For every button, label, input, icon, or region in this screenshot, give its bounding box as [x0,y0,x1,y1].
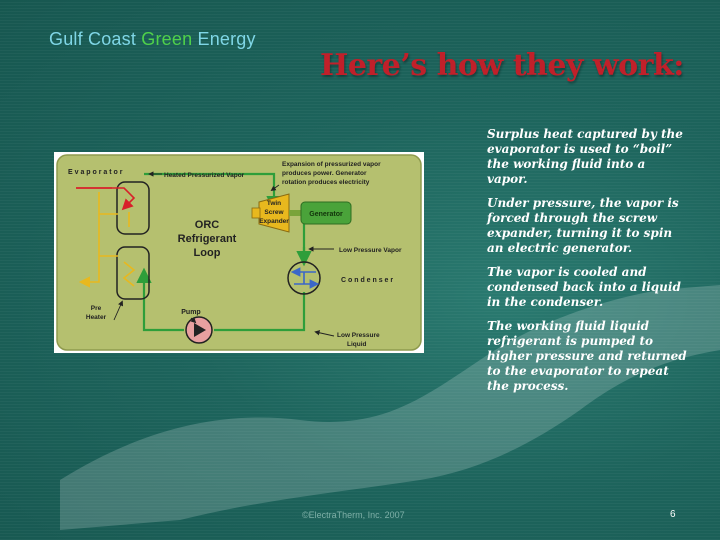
expansion-label-line-2: produces power. Generator [282,170,367,177]
shaft [289,210,301,216]
low-pressure-liquid-label-line-1: Low Pressure [337,332,380,339]
heated-vapor-label: Heated Pressurized Vapor [164,172,245,179]
hand-watermark [60,285,720,530]
explanation-notes: Surplus heat captured by the evaporator … [487,127,687,403]
expander-label-line-1: Twin [267,200,281,207]
preheater-label-line-2: Heater [86,314,107,321]
preheater-coil [116,246,150,300]
expander-label-line-2: Screw [264,209,284,216]
evaporator-coil-upper [116,181,150,235]
cooling-flow [290,267,320,289]
orc-label-line-2: Refrigerant [178,233,237,245]
pump-arrow-icon [194,323,206,337]
generator-box [300,201,352,225]
orc-diagram-svg: E v a p o r a t o r Heated Pressurized V… [56,154,422,351]
note-2: Under pressure, the vapor is forced thro… [487,196,679,255]
low-pressure-vapor-label: Low Pressure Vapor [339,247,402,254]
condenser-label: C o n d e n s e r [341,277,393,284]
label-leaders [113,171,335,337]
orc-diagram: E v a p o r a t o r Heated Pressurized V… [54,152,424,353]
preheater-label-line-1: Pre [91,305,102,312]
note-4: The working fluid liquid refrigerant is … [487,319,687,393]
low-pressure-liquid-label-line-2: Liquid [347,341,367,348]
evaporator-label: E v a p o r a t o r [68,169,123,176]
copyright-footer: ©ElectraTherm, Inc. 2007 [302,510,405,520]
note-3: The vapor is cooled and condensed back i… [487,265,681,309]
expansion-label-line-3: rotation produces electricity [282,179,370,186]
generator-label: Generator [309,211,343,218]
orc-label-line-3: Loop [194,247,221,259]
expander-inlet [251,207,261,219]
expansion-label-line-1: Expansion of pressurized vapor [282,161,381,168]
brand-logo: Gulf Coast Green Energy [49,29,256,50]
pump-label: Pump [181,309,200,316]
condenser-coil [287,261,321,295]
note-1: Surplus heat captured by the evaporator … [487,127,683,186]
refrigerant-loop-pipes [136,172,312,332]
brand-part-1: Gulf Coast [49,29,137,49]
brand-part-3: Energy [197,29,256,49]
brand-part-2: Green [141,29,193,49]
orc-label-line-1: ORC [195,219,220,231]
expander-label-line-3: Expander [259,218,289,225]
page-number: 6 [670,509,676,520]
slide-title: Here’s how they work: [320,48,684,83]
heat-flow-lines [76,187,136,288]
